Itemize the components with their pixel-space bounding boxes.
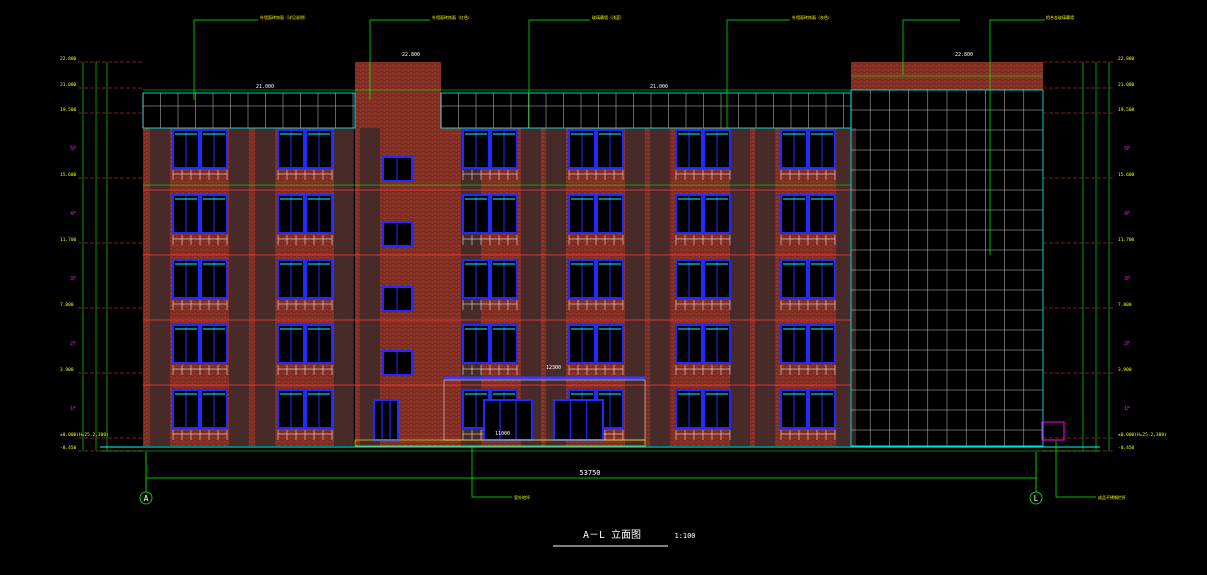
- level-labels-right: 22.800 21.000 19.500 15.600 11.700 7.800 3.900…: [1118, 56, 1167, 451]
- top-note-3: 玻璃幕墙（浅蓝）: [592, 14, 624, 20]
- level-label-right: 3.900: [1118, 367, 1132, 373]
- level-label-left: 22.800: [60, 56, 77, 62]
- wall-pier: [229, 128, 249, 446]
- level-labels-left: 22.800 21.000 19.500 15.600 11.700 7.800 3.900…: [60, 56, 109, 451]
- wall-pier: [625, 128, 645, 446]
- level-label-left: 15.600: [60, 172, 77, 178]
- top-note-1: 外墙面砖饰面（详见说明）: [260, 14, 308, 20]
- bottom-leader-1: [471, 447, 512, 498]
- level-label-left: -0.450: [60, 445, 77, 451]
- floor-label-right: 5F: [1124, 146, 1130, 152]
- entrance-steps: [354, 439, 646, 447]
- floor-label-right: 4F: [1124, 211, 1130, 217]
- level-label-right: ±0.000(H=25.2,300): [1118, 432, 1167, 438]
- wall-pier: [521, 128, 541, 446]
- floor-label-left: 4F: [70, 211, 76, 217]
- drawing-scale: 1:100: [674, 532, 695, 540]
- floor-labels-right: 5F 4F 3F 2F 1F: [1124, 146, 1130, 412]
- top-note-4: 外墙面砖饰面（灰色）: [792, 14, 832, 20]
- building-body: [143, 62, 1043, 446]
- wall-pier: [836, 128, 856, 446]
- entrance-door: [483, 399, 533, 441]
- axis-bubble-l: [1029, 491, 1043, 505]
- floor-label-right: 2F: [1124, 341, 1130, 347]
- level-label-right: 19.500: [1118, 107, 1135, 113]
- level-label-left: 19.500: [60, 107, 77, 113]
- overall-dimension-text: 53750: [579, 469, 600, 477]
- roof-level-4: 21.000: [650, 84, 668, 90]
- level-label-right: 7.800: [1118, 302, 1132, 308]
- axis-bubble-a: [139, 491, 153, 505]
- floor-label-left: 5F: [70, 146, 76, 152]
- floor-label-left: 3F: [70, 276, 76, 282]
- window-group: [172, 129, 836, 441]
- floor-label-right: 3F: [1124, 276, 1130, 282]
- level-label-left: 21.000: [60, 82, 77, 88]
- wall-pier: [360, 128, 380, 446]
- axis-label-l: L: [1034, 494, 1039, 503]
- railing: [1041, 421, 1065, 441]
- level-label-right: 21.000: [1118, 82, 1135, 88]
- dimension-lines: [78, 61, 1115, 452]
- entrance-door: [553, 399, 604, 441]
- curtain-wall-grid: [850, 89, 1044, 447]
- floor-label-left: 2F: [70, 341, 76, 347]
- bottom-note-1: 室外地坪: [514, 494, 530, 500]
- floor-label-right: 1F: [1124, 406, 1130, 412]
- drawing-title: A－L 立面图: [583, 528, 641, 541]
- wall-pier: [546, 128, 566, 446]
- entrance-door: [373, 399, 399, 441]
- level-label-left: 3.900: [60, 367, 74, 373]
- bottom-leader-2: [1055, 440, 1096, 498]
- wall-pier: [255, 128, 275, 446]
- wall-pier: [730, 128, 750, 446]
- mid-dim-2: 11000: [495, 431, 510, 437]
- top-note-5: 铝合金玻璃幕墙: [1046, 14, 1074, 20]
- level-label-right: -0.450: [1118, 445, 1135, 451]
- roof-level-1: 22.800: [402, 52, 420, 58]
- floor-labels-left: 5F 4F 3F 2F 1F: [70, 146, 76, 412]
- top-leaders: [193, 19, 1045, 255]
- wall-pier: [150, 128, 170, 446]
- level-label-right: 11.700: [1118, 237, 1135, 243]
- floor-label-left: 1F: [70, 406, 76, 412]
- level-label-right: 15.600: [1118, 172, 1135, 178]
- axis-label-a: A: [144, 494, 149, 503]
- level-label-left: 7.800: [60, 302, 74, 308]
- level-label-left: 11.700: [60, 237, 77, 243]
- roof-level-3: 22.800: [955, 52, 973, 58]
- level-label-left: ±0.000(H=25.2,300): [60, 432, 109, 438]
- roof-level-2: 21.000: [256, 84, 274, 90]
- bottom-note-2: 成品不锈钢栏杆: [1098, 494, 1126, 500]
- wall-pier: [755, 128, 775, 446]
- wall-pier: [334, 128, 354, 446]
- mid-dim-1: 12300: [546, 365, 561, 371]
- level-label-right: 22.800: [1118, 56, 1135, 62]
- wall-pier: [650, 128, 670, 446]
- parapet-frame: [440, 92, 852, 129]
- roof-glass-parapet: [142, 92, 852, 129]
- top-note-2: 外墙面砖饰面（红色）: [432, 14, 472, 20]
- parapet-frame: [142, 92, 356, 129]
